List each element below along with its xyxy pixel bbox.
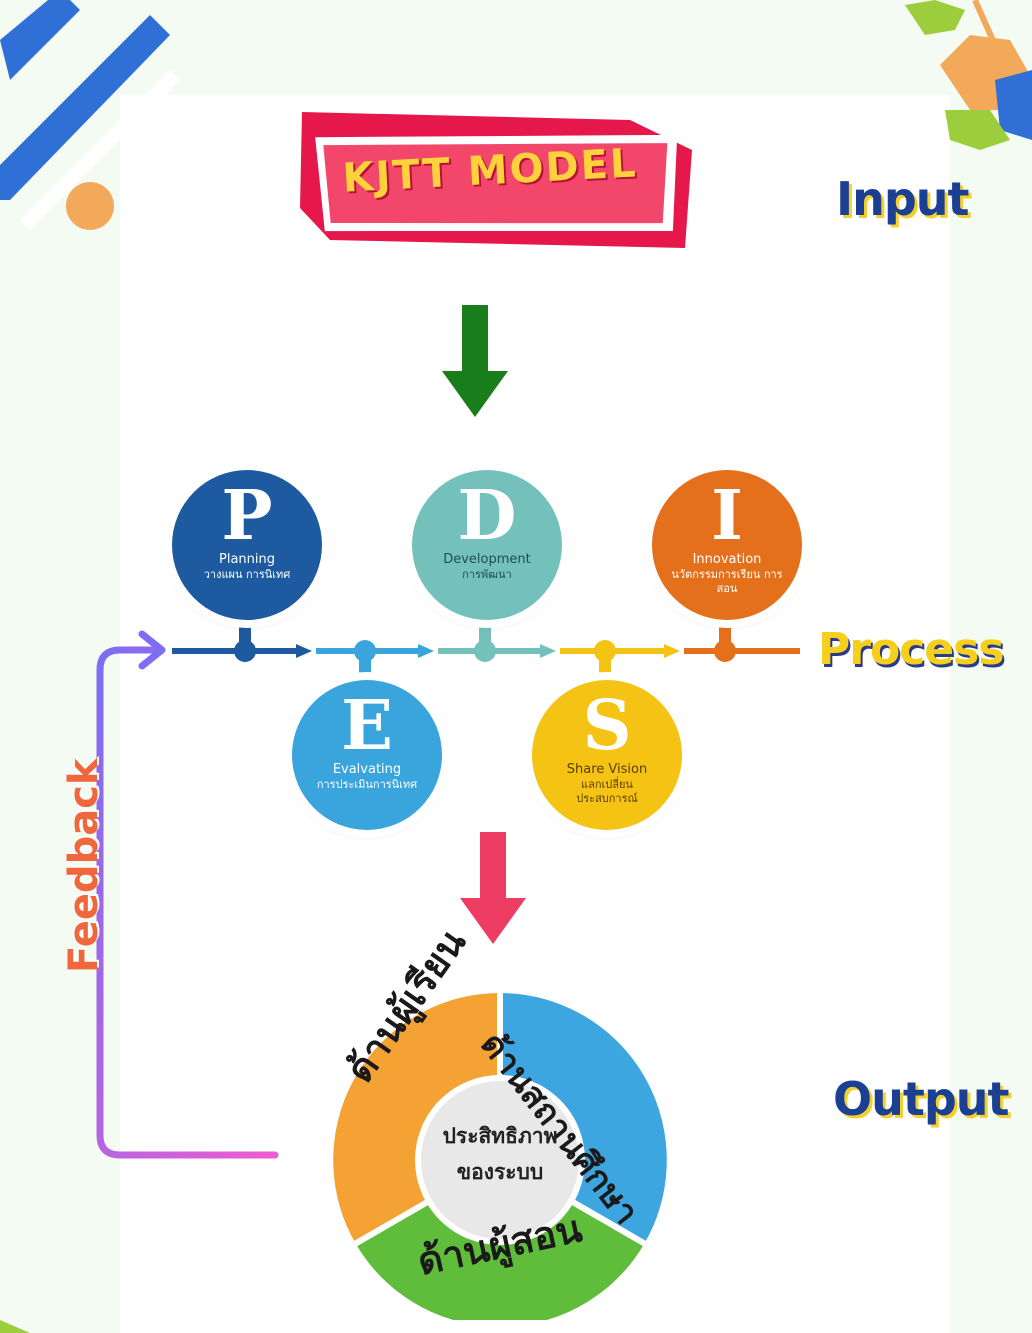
stage-letter: S	[582, 686, 632, 766]
stage-share-vision: S Share Vision แลกเปลี่ยน ประสบการณ์	[532, 680, 682, 830]
stage-name: Innovation	[692, 552, 762, 567]
stripe-shape	[0, 15, 170, 200]
stage-name: Planning	[219, 552, 275, 567]
donut-center-text: ประสิทธิภาพ ของระบบ	[420, 1118, 580, 1190]
hexagon-shape	[945, 110, 1010, 150]
stage-innovation: I Innovation นวัตกรรมการเรียน การสอน	[652, 470, 802, 620]
output-arrow	[460, 832, 526, 944]
stage-thai: วางแผน การนิเทศ	[203, 568, 291, 581]
feedback-label: Feedback	[61, 758, 107, 973]
stage-name: Development	[443, 552, 531, 567]
stage-letter: I	[711, 476, 743, 556]
stage-name: Share Vision	[566, 762, 648, 777]
stripe-shape	[20, 70, 180, 230]
stage-development: D Development การพัฒนา	[412, 470, 562, 620]
stage-thai: นวัตกรรมการเรียน การสอน	[671, 568, 783, 595]
triangle-shape	[0, 1320, 30, 1333]
stage-letter: P	[221, 476, 273, 556]
dot-shape	[66, 182, 114, 230]
process-timeline	[172, 614, 800, 688]
stage-letter: E	[341, 686, 393, 766]
process-label: Process	[818, 624, 1004, 675]
donut-center	[415, 1075, 585, 1245]
stage-thai: แลกเปลี่ยน ประสบการณ์	[576, 778, 638, 805]
stage-thai: การพัฒนา	[462, 568, 512, 581]
stage-letter: D	[457, 476, 517, 556]
output-label: Output	[833, 1072, 1010, 1126]
input-label: Input	[836, 172, 970, 226]
output-donut	[327, 986, 673, 1320]
stripe-shape	[0, 0, 80, 80]
stage-evaluating: E Evalvating การประเมินการนิเทศ	[292, 680, 442, 830]
center-line: ของระบบ	[456, 1160, 544, 1184]
stage-planning: P Planning วางแผน การนิเทศ	[172, 470, 322, 620]
center-line: ประสิทธิภาพ	[442, 1124, 558, 1148]
stage-thai: การประเมินการนิเทศ	[316, 778, 418, 791]
hexagon-shape	[995, 70, 1032, 140]
title-banner: KJTT MODEL	[300, 108, 700, 258]
input-arrow	[442, 305, 508, 417]
hexagon-shape	[905, 0, 965, 35]
stage-name: Evalvating	[332, 762, 402, 777]
title-banner-shape	[300, 112, 692, 248]
feedback-arrow	[96, 630, 279, 1159]
